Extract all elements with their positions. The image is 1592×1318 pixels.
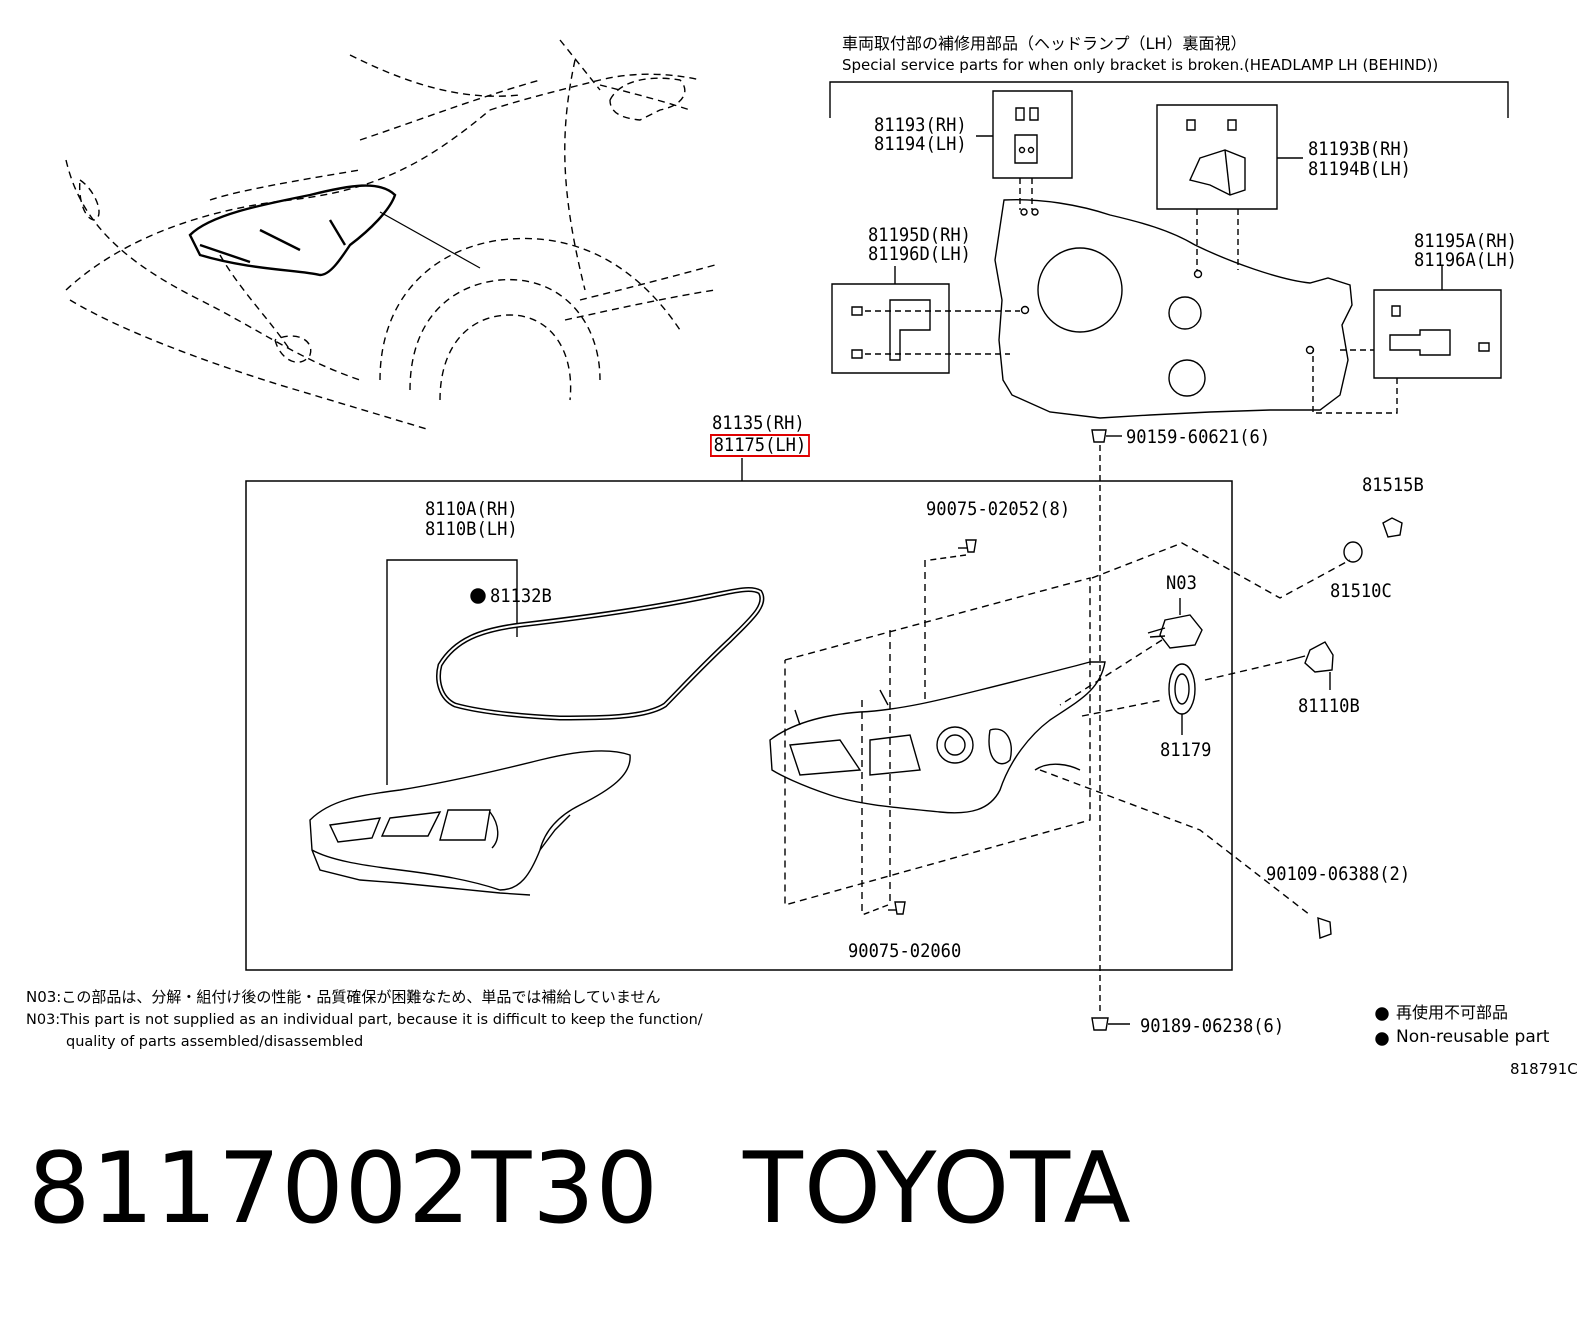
header-bracket — [830, 82, 1508, 118]
label-81515b: 81515B — [1362, 474, 1424, 496]
label-81195a: 81195A(RH) — [1414, 230, 1517, 252]
legend-jp: 再使用不可部品 — [1396, 1003, 1509, 1022]
box-81193b — [1157, 105, 1277, 209]
label-90075-02060: 90075-02060 — [848, 940, 962, 962]
clip-90159 — [1092, 430, 1122, 442]
assembly-box — [246, 481, 1232, 970]
label-n03: N03 — [1166, 572, 1197, 594]
label-81132b: 81132B — [490, 585, 552, 607]
gasket-81132b — [439, 590, 762, 718]
headlamp-housing — [770, 662, 1105, 813]
note-n03-en1: N03:This part is not supplied as an indi… — [26, 1012, 703, 1028]
housing-dashed-frame — [785, 543, 1350, 915]
label-leaders — [895, 136, 1442, 290]
bolt-90075-02060 — [888, 902, 905, 914]
label-81195d: 81195D(RH) — [868, 224, 971, 246]
label-90189: 90189-06238(6) — [1140, 1015, 1285, 1037]
label-81135: 81135(RH) — [712, 412, 805, 434]
legend-en: Non-reusable part — [1396, 1027, 1550, 1047]
clip-90189 — [1092, 1018, 1130, 1030]
bolt-90075-02052 — [958, 540, 976, 552]
figure-id: 818791C — [1510, 1060, 1578, 1078]
socket-81515b — [1383, 518, 1402, 537]
bulb-81110b — [1290, 642, 1333, 672]
cap-81179 — [1169, 664, 1195, 714]
bracket-81195a — [1390, 306, 1489, 355]
label-81196a: 81196A(LH) — [1414, 249, 1517, 271]
header-en: Special service parts for when only brac… — [842, 56, 1439, 74]
product-part-number: 8117002T30 — [28, 1132, 660, 1246]
label-81193b: 81193B(RH) — [1308, 138, 1411, 160]
headlamp-back-view — [995, 200, 1352, 418]
note-n03-en2: quality of parts assembled/disassembled — [66, 1034, 364, 1050]
label-90109: 90109-06388(2) — [1266, 863, 1411, 885]
legend-dot-jp — [1376, 1008, 1388, 1020]
label-81196d: 81196D(LH) — [868, 243, 971, 265]
box-81195d — [832, 284, 949, 373]
leader-8110 — [387, 560, 517, 785]
product-brand: TOYOTA — [743, 1132, 1132, 1246]
bracket-81195d — [852, 300, 930, 360]
legend-dot-en — [1376, 1033, 1388, 1045]
bracket-leaders — [865, 178, 1397, 413]
label-8110b: 8110B(LH) — [425, 518, 518, 540]
cap-81510c — [1344, 542, 1362, 562]
non-reusable-dot — [471, 589, 485, 603]
label-90075-02052: 90075-02052(8) — [926, 498, 1071, 520]
label-81179: 81179 — [1160, 739, 1212, 761]
part-n03 — [1148, 615, 1202, 648]
lens-8110 — [310, 751, 630, 895]
label-8110a: 8110A(RH) — [425, 498, 518, 520]
box-81195a — [1374, 290, 1501, 378]
label-81194b: 81194B(LH) — [1308, 158, 1411, 180]
car-headlamp-highlight — [190, 186, 395, 275]
label-81194: 81194(LH) — [874, 133, 967, 155]
label-81110b: 81110B — [1298, 695, 1360, 717]
label-81510c: 81510C — [1330, 580, 1392, 602]
label-81175-highlighted: 81175(LH) — [710, 434, 810, 457]
header-jp: 車両取付部の補修用部品（ヘッドランプ（LH）裏面視） — [842, 34, 1247, 53]
bolt-81193 — [1015, 108, 1038, 163]
label-81193: 81193(RH) — [874, 114, 967, 136]
note-n03-jp: N03:この部品は、分解・組付け後の性能・品質確保が困難なため、単品では補給して… — [26, 988, 661, 1006]
nut-90109 — [1318, 918, 1331, 938]
label-90159: 90159-60621(6) — [1126, 426, 1271, 448]
car-front-illustration — [66, 40, 715, 430]
bracket-81193b — [1187, 120, 1245, 195]
